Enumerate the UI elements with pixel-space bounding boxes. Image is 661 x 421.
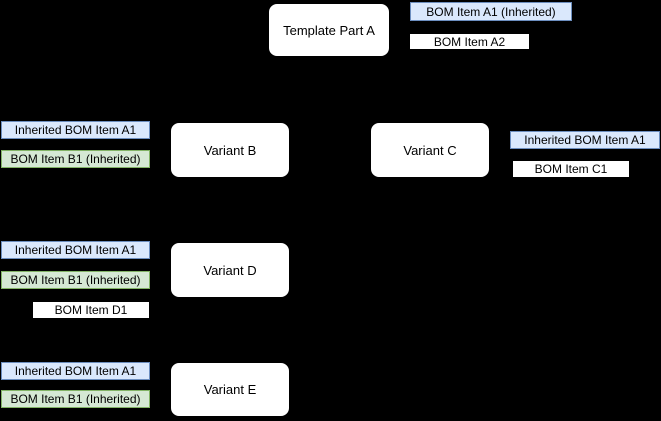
bom-label-variant-e-b1-inherited: BOM Item B1 (Inherited) xyxy=(1,390,150,408)
node-variant-d: Variant D xyxy=(170,242,290,298)
node-variant-b: Variant B xyxy=(170,122,290,178)
bom-label-variant-d-inherited-a1: Inherited BOM Item A1 xyxy=(1,241,150,259)
bom-label-text: Inherited BOM Item A1 xyxy=(14,243,137,257)
node-label: Template Part A xyxy=(283,22,375,38)
node-label: Variant C xyxy=(403,142,457,158)
bom-label-text: BOM Item A1 (Inherited) xyxy=(426,4,556,19)
node-label: Variant B xyxy=(203,142,257,158)
node-variant-c: Variant C xyxy=(370,122,490,178)
bom-label-text: Inherited BOM Item A1 xyxy=(14,123,137,137)
bom-label-variant-b-inherited-a1: Inherited BOM Item A1 xyxy=(1,121,150,139)
bom-label-variant-e-inherited-a1: Inherited BOM Item A1 xyxy=(1,362,150,380)
node-template-part-a: Template Part A xyxy=(268,3,390,57)
bom-label-variant-c-inherited-a1: Inherited BOM Item A1 xyxy=(510,131,660,149)
bom-label-text: BOM Item B1 (Inherited) xyxy=(10,152,141,166)
bom-label-variant-d-d1: BOM Item D1 xyxy=(32,301,150,319)
bom-label-text: BOM Item A2 xyxy=(433,34,506,49)
node-label: Variant D xyxy=(203,262,257,278)
bom-label-variant-c-c1: BOM Item C1 xyxy=(512,160,630,178)
bom-label-variant-d-b1-inherited: BOM Item B1 (Inherited) xyxy=(1,271,150,289)
node-label: Variant E xyxy=(203,382,257,397)
bom-label-variant-b-b1-inherited: BOM Item B1 (Inherited) xyxy=(1,150,150,168)
bom-label-text: BOM Item D1 xyxy=(54,303,128,317)
bom-label-text: BOM Item C1 xyxy=(534,162,608,176)
bom-label-a1-inherited: BOM Item A1 (Inherited) xyxy=(410,2,572,21)
bom-label-a2: BOM Item A2 xyxy=(409,33,530,50)
bom-label-text: Inherited BOM Item A1 xyxy=(14,364,137,378)
bom-label-text: Inherited BOM Item A1 xyxy=(524,133,646,147)
bom-label-text: BOM Item B1 (Inherited) xyxy=(10,273,141,287)
node-variant-e: Variant E xyxy=(170,362,290,417)
bom-label-text: BOM Item B1 (Inherited) xyxy=(10,392,141,406)
